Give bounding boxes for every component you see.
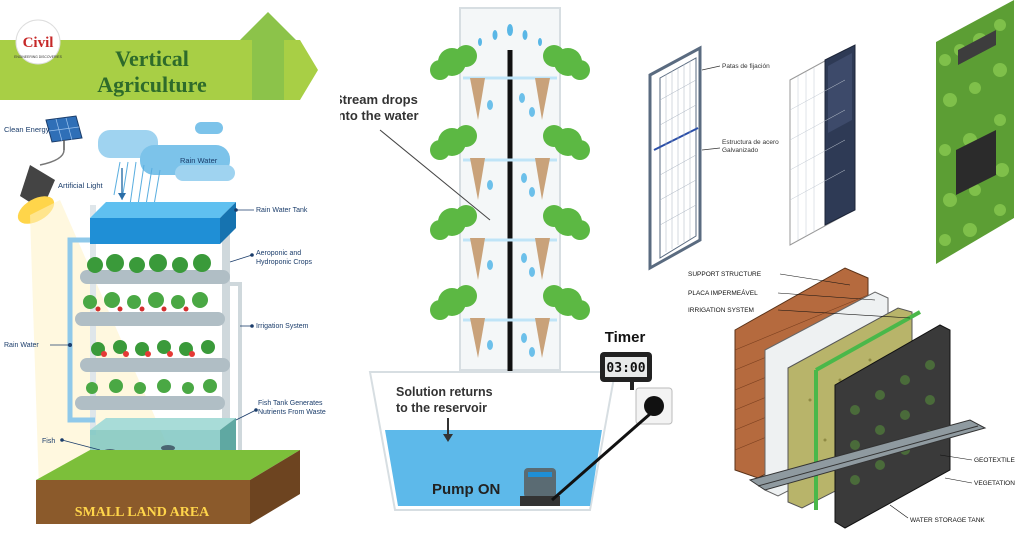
timer-icon [600, 352, 652, 382]
rain-tank-top [90, 202, 236, 218]
title-banner [0, 40, 318, 100]
timer-label: Timer [605, 329, 646, 346]
vertical-agriculture-illustration: Vertical Agriculture Civil ENGINEERING D… [0, 12, 326, 524]
stream-pointer [379, 129, 491, 221]
rain-water-side-label: Rain Water [4, 342, 39, 349]
logo-sub: ENGINEERING DISCOVERIES [14, 55, 63, 59]
aeroponic-tower-panel: Stream drops into the water Solution ret… [340, 0, 685, 536]
artificial-light-label: Artificial Light [58, 181, 104, 190]
estructura-label-1: Estructura de acero [722, 139, 779, 146]
stream-label-2: into the water [340, 108, 419, 123]
support-structure-label: SUPPORT STRUCTURE [688, 271, 762, 278]
timer-display: 03:00 [606, 361, 645, 376]
clean-energy-label: Clean Energy [4, 125, 50, 134]
waterproof-panel [789, 44, 856, 246]
geotextile-label: GEOTEXTILE [974, 457, 1015, 464]
rain-water-pipe [67, 237, 95, 423]
crop-row-4 [75, 379, 225, 410]
cloud-icon [98, 122, 235, 181]
aeroponic-tower-illustration: Stream drops into the water Solution ret… [340, 7, 673, 511]
title-line2: Agriculture [97, 72, 207, 97]
green-wall-vegetation [936, 0, 1014, 264]
rain-water-cloud-label: Rain Water [180, 156, 218, 165]
rain-water-tank-label: Rain Water Tank [256, 207, 308, 214]
logo-badge [15, 19, 61, 65]
title-line1: Vertical [115, 46, 189, 71]
crop-row-3 [80, 340, 230, 372]
pump-cable [551, 412, 651, 502]
irrigation-system-label: Irrigation System [256, 323, 309, 330]
solution-label-2: to the reservoir [396, 401, 487, 415]
crop-row-2 [75, 292, 225, 326]
wire-mesh [659, 61, 697, 252]
estructura-label-2: Galvanizado [722, 147, 759, 154]
spray-drops [478, 24, 542, 46]
aeroponic-label-1: Aeroponic and [256, 250, 301, 257]
fish-label: Fish [42, 438, 55, 445]
vegetation-label: VEGETATION [974, 480, 1015, 487]
placa-label: PLACA IMPERMEÁVEL [688, 288, 758, 297]
solar-panel-icon [45, 115, 83, 150]
frame-post [222, 205, 230, 475]
fish-tank-label-2: Nutrients From Waste [258, 409, 326, 416]
vertical-agriculture-panel: Vertical Agriculture Civil ENGINEERING D… [0, 0, 340, 536]
small-land-area-label: SMALL LAND AREA [75, 505, 210, 520]
timer-plug-icon [635, 387, 673, 425]
pump-icon [520, 468, 560, 506]
logo-brand: Civil [23, 35, 54, 51]
patas-label: Patas de fijación [722, 63, 770, 70]
fish-tank-label-1: Fish Tank Generates [258, 400, 323, 407]
water-storage-tank-label: WATER STORAGE TANK [910, 517, 985, 524]
soil-block [36, 480, 250, 524]
stream-label-1: Stream drops [340, 92, 418, 107]
green-wall-illustration: Patas de fijación Estructura de acero Ga… [648, 0, 1015, 529]
aeroponic-label-2: Hydroponic Crops [256, 259, 313, 266]
plant-icon [430, 45, 590, 358]
arrow-up-icon [240, 12, 296, 100]
grass-ground [36, 450, 300, 480]
irrigation-system-label-2: IRRIGATION SYSTEM [688, 307, 754, 314]
rain-water-tank [90, 218, 220, 244]
solution-label-1: Solution returns [396, 385, 493, 399]
crop-row-1 [80, 254, 230, 284]
water-droplets [487, 93, 535, 357]
water-storage-tank [748, 419, 987, 491]
steel-frame [648, 45, 702, 271]
green-wall-panel: Patas de fijación Estructura de acero Ga… [640, 0, 1024, 536]
pump-label: Pump ON [432, 481, 500, 498]
